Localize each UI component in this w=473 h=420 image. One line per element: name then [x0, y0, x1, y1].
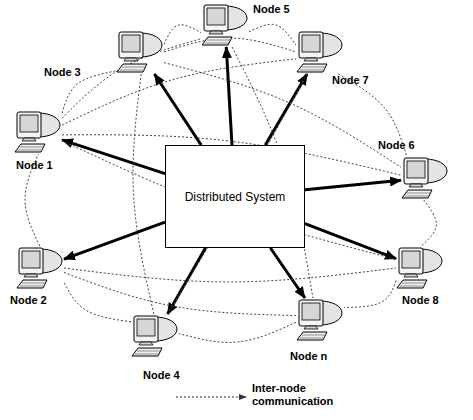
- computer-icon: [16, 246, 64, 290]
- node-label: Node 2: [10, 294, 47, 306]
- monitor-screen: [137, 319, 155, 336]
- monitor-screen: [302, 35, 320, 52]
- communication-link: [62, 59, 296, 125]
- monitor-screen: [402, 251, 420, 268]
- communication-link: [164, 25, 201, 45]
- monitor-stand: [22, 138, 36, 141]
- keyboard-keys: [20, 283, 45, 286]
- monitor-stand: [124, 58, 138, 61]
- monitor-stand: [409, 184, 423, 187]
- monitor-screen: [20, 115, 38, 132]
- communication-link: [64, 268, 396, 282]
- node-label: Node 5: [253, 3, 290, 15]
- system-arrow: [226, 47, 232, 145]
- communication-link: [133, 74, 154, 314]
- keyboard: [132, 348, 162, 356]
- keyboard-keys: [18, 147, 43, 150]
- computer-icon: [401, 156, 449, 200]
- monitor-front: [134, 316, 158, 342]
- keyboard-keys: [205, 40, 230, 43]
- computer-node: Node 6: [401, 156, 449, 200]
- monitor-stand: [24, 274, 38, 277]
- keyboard: [15, 144, 45, 152]
- keyboard: [297, 64, 327, 72]
- system-box: Distributed System: [165, 145, 305, 248]
- keyboard: [202, 37, 232, 45]
- monitor-screen: [22, 251, 40, 268]
- node-label: Node 4: [143, 369, 180, 381]
- communication-link: [249, 24, 296, 45]
- monitor-front: [204, 5, 228, 31]
- communication-link: [344, 280, 396, 307]
- monitor-screen: [122, 35, 140, 52]
- keyboard: [397, 280, 427, 288]
- system-arrow: [270, 248, 304, 298]
- computer-icon: [296, 30, 344, 74]
- node-label: Node 6: [378, 139, 415, 151]
- system-arrow: [62, 140, 165, 174]
- node-label: Node n: [290, 350, 327, 362]
- node-label: Node 8: [402, 294, 439, 306]
- system-arrow: [305, 180, 401, 189]
- monitor-screen: [407, 161, 425, 178]
- monitor-front: [17, 112, 41, 138]
- communication-link: [62, 141, 396, 260]
- monitor-front: [119, 32, 143, 58]
- monitor-stand: [139, 342, 153, 345]
- monitor-stand: [404, 274, 418, 277]
- communication-link: [179, 322, 296, 342]
- node-label: Node 7: [332, 74, 369, 86]
- monitor-stand: [304, 58, 318, 61]
- monitor-front: [19, 248, 43, 274]
- computer-icon: [14, 110, 62, 154]
- keyboard-keys: [120, 67, 145, 70]
- monitor-front: [399, 248, 423, 274]
- computer-node: Node n: [296, 298, 344, 342]
- monitor-screen: [302, 303, 320, 320]
- computer-node: Node 1: [14, 110, 62, 154]
- monitor-front: [299, 32, 323, 58]
- keyboard: [117, 64, 147, 72]
- system-title: Distributed System: [185, 190, 286, 204]
- keyboard-keys: [300, 67, 325, 70]
- computer-node: Node 5: [201, 3, 249, 47]
- monitor-front: [404, 158, 428, 184]
- system-arrow: [154, 74, 201, 145]
- computer-node: Node 4: [131, 314, 179, 358]
- monitor-stand: [304, 326, 318, 329]
- computer-icon: [396, 246, 444, 290]
- edge-group: [25, 24, 436, 342]
- monitor-stand: [209, 31, 223, 34]
- computer-icon: [201, 3, 249, 47]
- keyboard: [297, 332, 327, 340]
- communication-link: [164, 38, 296, 52]
- computer-icon: [296, 298, 344, 342]
- keyboard-keys: [405, 193, 430, 196]
- communication-link: [64, 282, 131, 322]
- node-label: Node 3: [44, 66, 81, 78]
- computer-node: Node 8: [396, 246, 444, 290]
- computer-node: Node 3: [116, 30, 164, 74]
- computer-icon: [116, 30, 164, 74]
- legend-line-sample: [176, 396, 246, 397]
- monitor-front: [299, 300, 323, 326]
- system-arrow: [64, 222, 165, 259]
- monitor-screen: [207, 8, 225, 25]
- keyboard: [402, 190, 432, 198]
- keyboard-keys: [300, 335, 325, 338]
- system-arrow: [305, 224, 396, 259]
- keyboard: [17, 280, 47, 288]
- communication-link: [64, 272, 296, 315]
- keyboard-keys: [400, 283, 425, 286]
- node-label: Node 1: [16, 159, 53, 171]
- legend-label: Inter-node communication: [252, 382, 340, 408]
- computer-icon: [131, 314, 179, 358]
- keyboard-keys: [135, 351, 160, 354]
- computer-node: Node 7: [296, 30, 344, 74]
- communication-link: [421, 200, 436, 246]
- computer-node: Node 2: [16, 246, 64, 290]
